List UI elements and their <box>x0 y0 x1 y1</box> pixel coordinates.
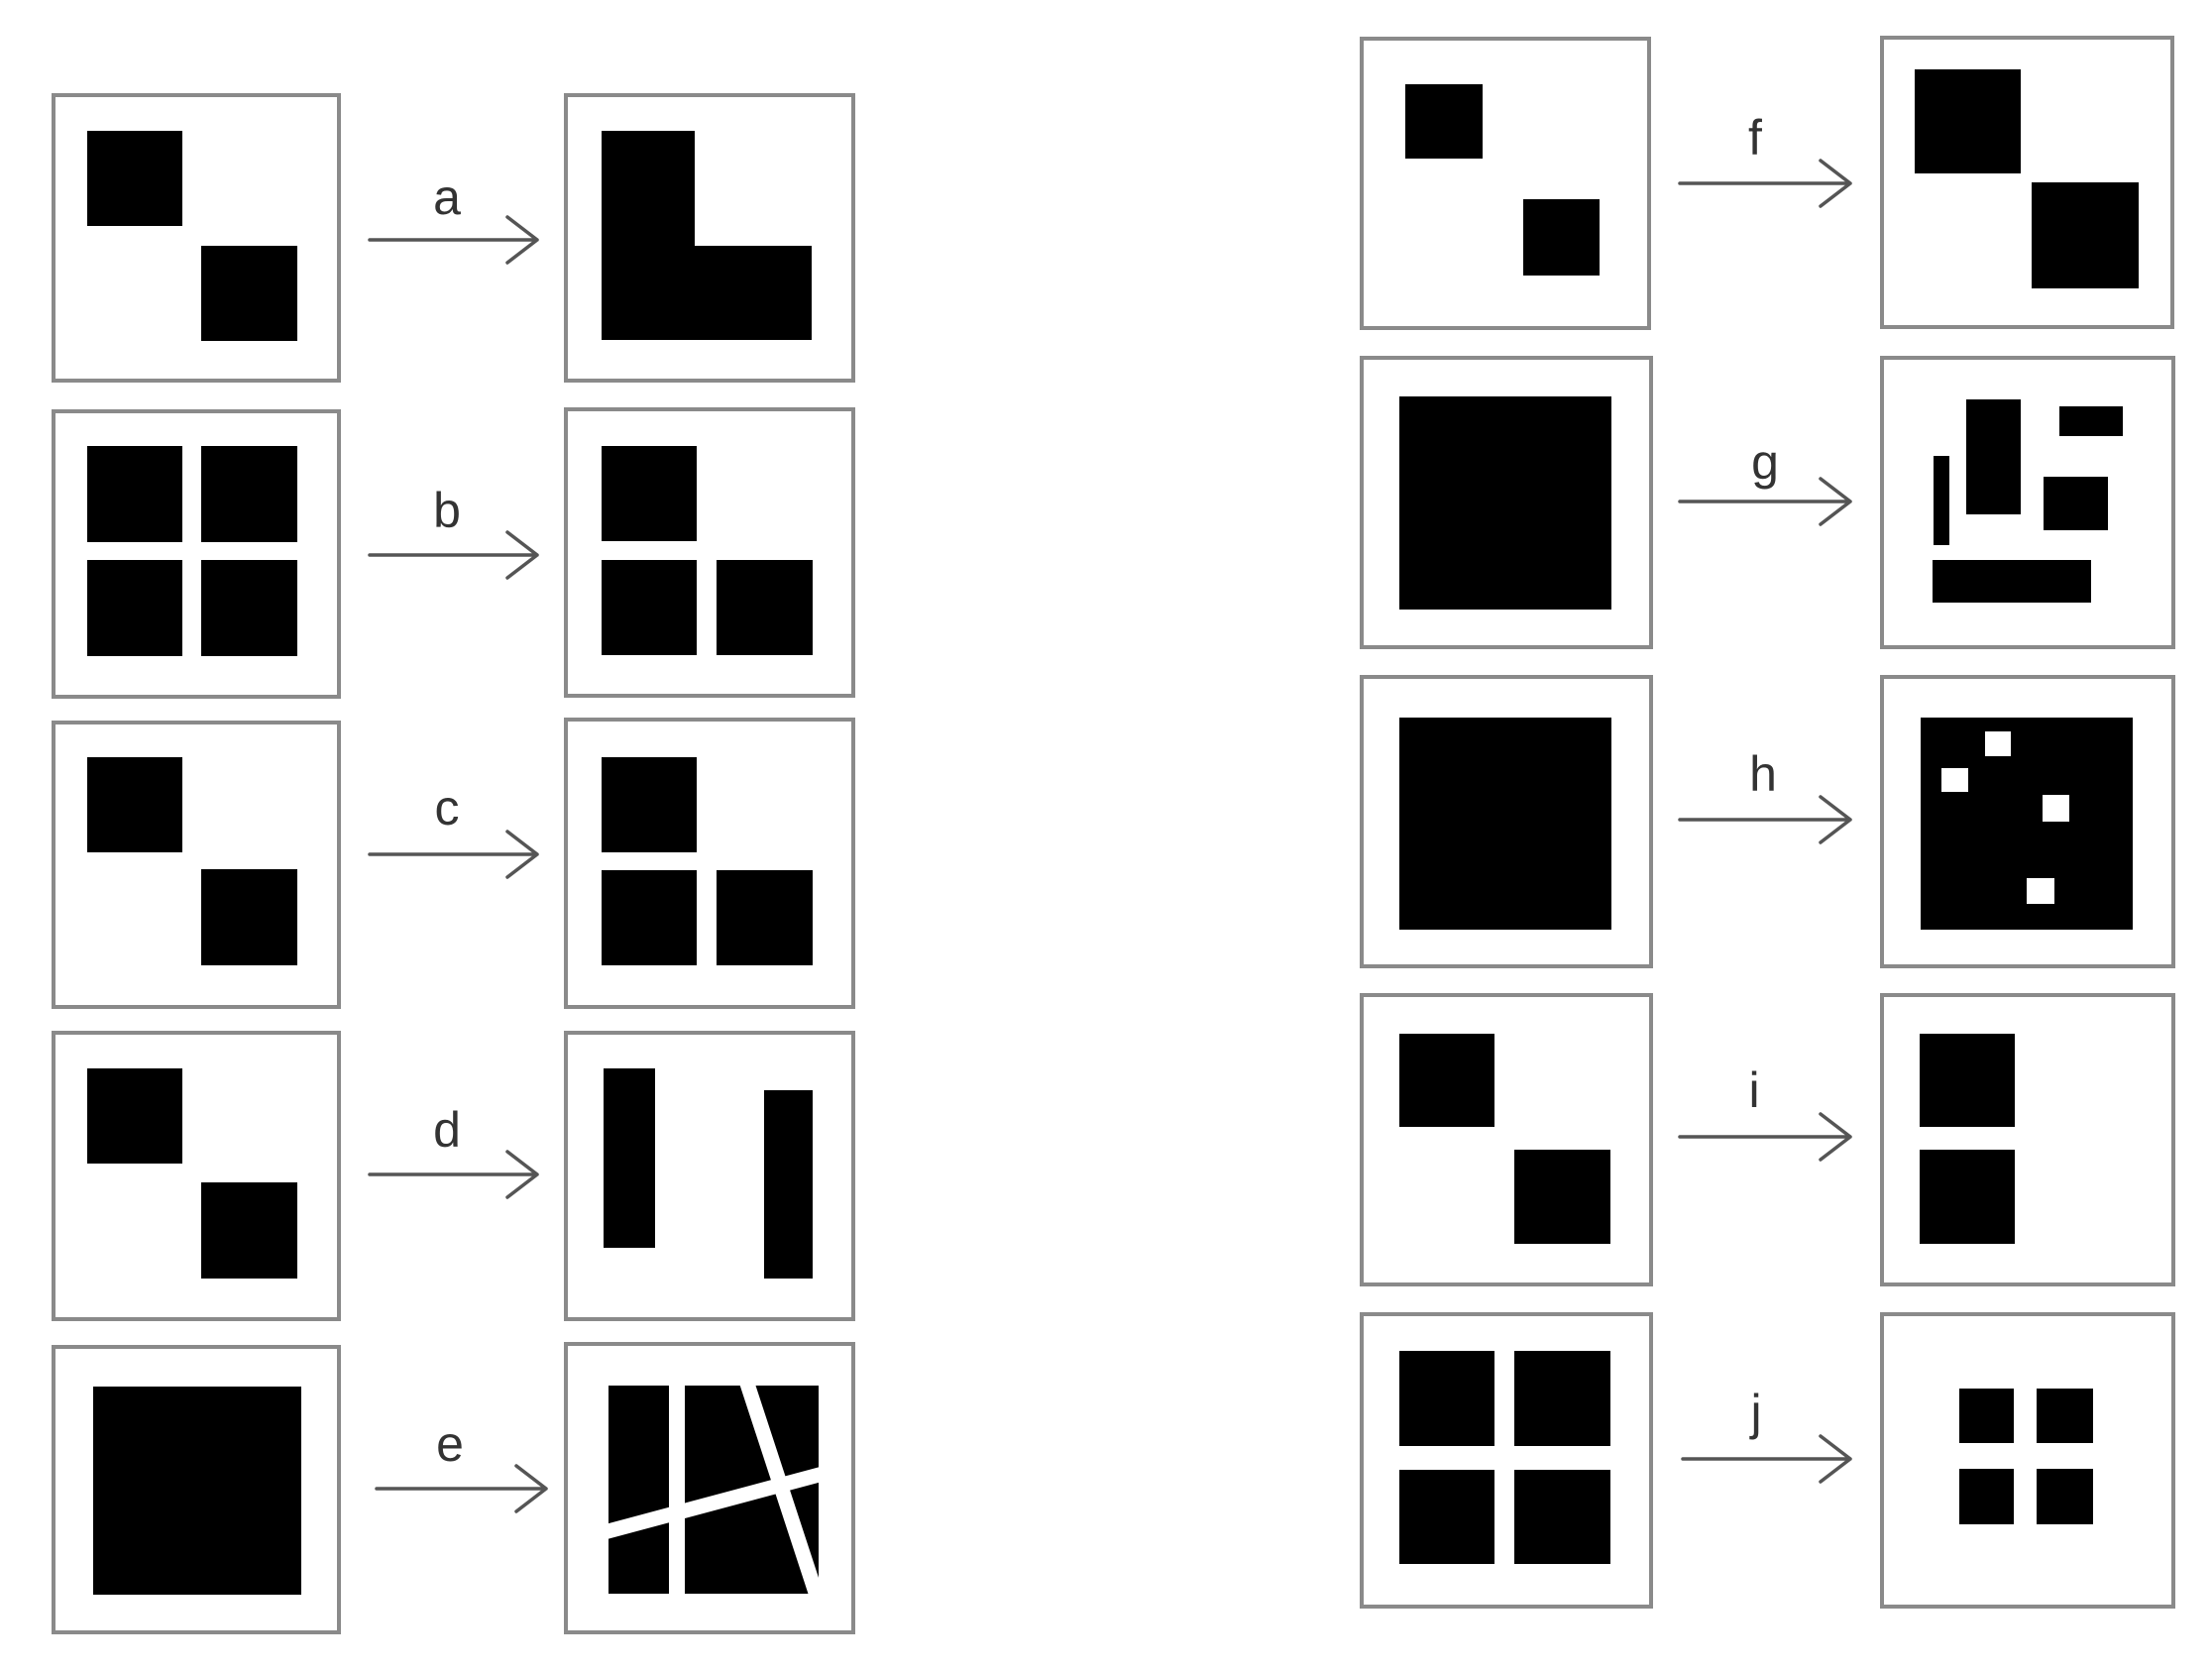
output-hole-1 <box>1941 768 1968 792</box>
output-square-2 <box>602 870 697 965</box>
transformation-d: d <box>52 1031 855 1321</box>
output-bar-left <box>604 1068 655 1248</box>
output-fragment-thin-bar <box>1934 456 1949 545</box>
output-square-1 <box>602 446 697 541</box>
transformation-h: h <box>1360 675 2175 968</box>
label-g: g <box>1751 434 1779 490</box>
label-c: c <box>435 780 460 836</box>
input-square-3 <box>87 560 182 656</box>
output-square-3 <box>717 870 813 965</box>
label-d: d <box>433 1102 461 1158</box>
output-square-3 <box>717 560 813 655</box>
transformation-e: e <box>52 1342 855 1634</box>
transformation-f: f <box>1360 36 2174 330</box>
transformation-c: c <box>52 718 855 1009</box>
input-square-top-left <box>1405 84 1483 159</box>
output-fragment-base-bar <box>1933 560 2091 603</box>
transformation-i: i <box>1360 993 2175 1286</box>
input-square-bottom-right <box>1523 199 1600 276</box>
output-small-square-4 <box>2037 1469 2093 1524</box>
output-square-1 <box>602 757 697 852</box>
input-square-bottom-right <box>201 869 297 965</box>
output-square-top <box>1920 1034 2015 1127</box>
cut-line-horizontal <box>599 1465 829 1541</box>
output-panel-g <box>1880 356 2175 649</box>
output-square-2 <box>602 560 697 655</box>
label-f: f <box>1748 110 1762 166</box>
output-square-top-left <box>1915 69 2021 173</box>
input-large-square <box>93 1387 301 1595</box>
input-square-top-left <box>87 757 182 852</box>
label-a: a <box>433 169 461 225</box>
input-square-3 <box>1399 1470 1494 1564</box>
arrow-i <box>1678 1112 1852 1162</box>
arrow-a <box>368 215 539 265</box>
output-hole-4 <box>2027 878 2054 904</box>
output-fragment-tall <box>1966 399 2021 514</box>
input-square-2 <box>1514 1351 1610 1446</box>
output-hole-3 <box>2043 795 2069 822</box>
output-fragment-top-right <box>2059 406 2123 436</box>
output-small-square-2 <box>2037 1389 2093 1443</box>
input-large-square <box>1399 718 1611 930</box>
input-square-top-left <box>1399 1034 1494 1127</box>
input-square-bottom-right <box>1514 1150 1610 1244</box>
output-small-square-3 <box>1959 1469 2014 1524</box>
output-fragment-small-square <box>2044 477 2108 530</box>
input-large-square <box>1399 396 1611 610</box>
input-square-4 <box>201 560 297 656</box>
output-l-shape <box>602 131 812 340</box>
label-e: e <box>436 1416 464 1472</box>
arrow-e <box>375 1464 548 1513</box>
output-small-square-1 <box>1959 1389 2014 1443</box>
output-hole-2 <box>1985 731 2011 756</box>
input-square-bottom-right <box>201 1182 297 1279</box>
input-square-1 <box>1399 1351 1494 1446</box>
arrow-c <box>368 830 539 879</box>
input-square-bottom-right <box>201 246 297 341</box>
input-panel-f <box>1360 37 1651 330</box>
arrow-g <box>1678 477 1852 526</box>
output-square-bottom <box>1920 1150 2015 1244</box>
input-square-top-left <box>87 1068 182 1164</box>
label-i: i <box>1748 1062 1759 1118</box>
transformation-g: g <box>1360 356 2175 649</box>
input-square-1 <box>87 446 182 542</box>
label-h: h <box>1749 746 1777 802</box>
arrow-j <box>1681 1434 1852 1484</box>
arrow-f <box>1678 159 1852 208</box>
input-square-4 <box>1514 1470 1610 1564</box>
label-j: j <box>1748 1385 1761 1440</box>
label-b: b <box>433 483 461 538</box>
output-panel-j <box>1880 1312 2175 1609</box>
arrow-d <box>368 1150 539 1199</box>
arrow-h <box>1678 795 1852 844</box>
transformation-b: b <box>52 407 855 699</box>
arrow-b <box>368 530 539 580</box>
input-square-2 <box>201 446 297 542</box>
output-bar-right <box>764 1090 813 1279</box>
transformation-j: j <box>1360 1312 2175 1609</box>
output-square-bottom-right <box>2032 182 2139 288</box>
input-square-top-left <box>87 131 182 226</box>
transformation-a: a <box>52 93 855 383</box>
